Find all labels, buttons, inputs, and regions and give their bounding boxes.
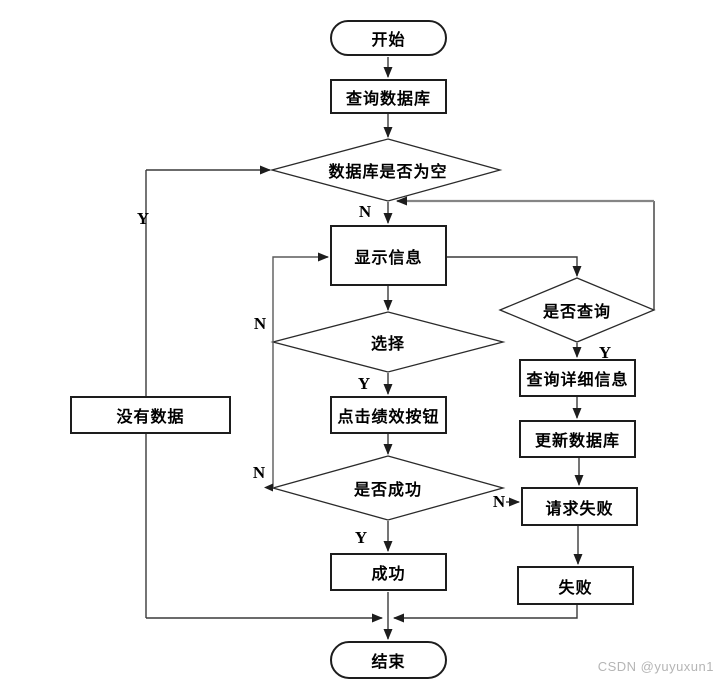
node-update-db: 更新数据库 — [519, 420, 636, 458]
node-query-detail: 查询详细信息 — [519, 359, 636, 397]
branch-label-is-query-y: Y — [598, 343, 612, 362]
node-success: 成功 — [330, 553, 447, 591]
node-fail-label: 失败 — [558, 579, 593, 597]
node-fail: 失败 — [517, 566, 634, 605]
branch-label-is-success-n-left: N — [252, 463, 266, 482]
node-update-db-label: 更新数据库 — [534, 433, 620, 450]
node-start: 开始 — [330, 20, 447, 56]
node-start-label: 开始 — [371, 32, 406, 49]
node-click-perf: 点击绩效按钮 — [330, 396, 447, 434]
node-query-db-label: 查询数据库 — [345, 90, 431, 108]
node-request-fail-label: 请求失败 — [545, 500, 614, 518]
node-query-db: 查询数据库 — [330, 79, 447, 114]
node-click-perf-label: 点击绩效按钮 — [337, 409, 440, 426]
branch-label-is-success-y: Y — [354, 528, 368, 547]
decision-is-query-shape — [498, 277, 656, 343]
node-show-info: 显示信息 — [330, 225, 447, 286]
decision-select-shape — [270, 311, 506, 373]
node-show-info-label: 显示信息 — [354, 249, 423, 267]
node-query-detail-label: 查询详细信息 — [526, 372, 629, 389]
node-end: 结束 — [330, 641, 447, 679]
node-request-fail: 请求失败 — [521, 487, 638, 526]
arrowhead-issuccess-left-vertex — [264, 483, 273, 492]
branch-label-is-success-n-right: N — [492, 492, 506, 511]
branch-label-db-empty-n: N — [358, 202, 372, 221]
edge-fail-to-end-junction — [393, 605, 578, 623]
csdn-watermark: CSDN @yuyuxun1 — [597, 659, 714, 674]
decision-is-success-shape — [270, 455, 506, 521]
branch-label-select-n: N — [253, 314, 267, 333]
node-success-label: 成功 — [371, 566, 406, 583]
node-no-data-label: 没有数据 — [116, 409, 185, 426]
edge-n-loop-to-showinfo — [272, 252, 329, 487]
node-end-label: 结束 — [371, 654, 406, 671]
branch-label-db-empty-y: Y — [136, 209, 150, 228]
edge-showinfo-to-isquery — [447, 256, 582, 277]
node-no-data: 没有数据 — [70, 396, 231, 434]
decision-db-empty-shape — [269, 138, 503, 202]
branch-label-select-y: Y — [357, 374, 371, 393]
